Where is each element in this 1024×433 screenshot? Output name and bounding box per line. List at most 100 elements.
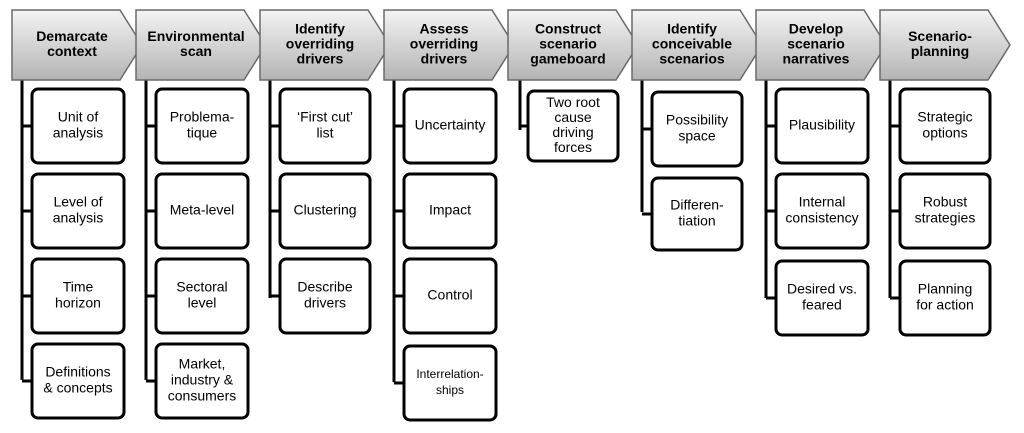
stage-title: context: [47, 43, 97, 59]
item-box: [650, 90, 744, 168]
item-label: Two root: [546, 94, 600, 110]
item-box: [774, 87, 870, 165]
item-label: Plausibility: [789, 117, 855, 133]
item-label: Meta-level: [170, 202, 235, 218]
item-box: [402, 344, 498, 422]
item-label: list: [316, 125, 333, 141]
item-label: ‘First cut’: [297, 109, 353, 125]
item-label: analysis: [53, 125, 104, 141]
item-box: [154, 172, 250, 250]
item-label: Interrelation-: [416, 367, 483, 381]
stage-arrow: [383, 9, 515, 81]
item-box: [278, 257, 372, 335]
item-label: Differen-: [670, 197, 724, 213]
stage-title: Assess: [419, 21, 468, 37]
stage-title: drivers: [297, 51, 344, 67]
stage-arrow: [631, 9, 763, 81]
item-label: Uncertainty: [415, 117, 486, 133]
item-box: [402, 257, 498, 335]
item-label: Problema-: [170, 109, 235, 125]
stage-arrow: [507, 9, 639, 81]
stage-title: planning: [911, 43, 969, 59]
stage-title: scenarios: [659, 51, 725, 67]
item-box: [898, 87, 992, 165]
item-box: [526, 89, 620, 163]
stage-title: Demarcate: [36, 28, 108, 44]
item-label: Impact: [429, 202, 471, 218]
item-box: [154, 87, 250, 165]
stage-title: narratives: [783, 51, 850, 67]
item-box: [898, 259, 992, 337]
item-label: Clustering: [293, 202, 356, 218]
item-label: Market,: [179, 356, 226, 372]
item-label: cause: [554, 109, 592, 125]
item-label: consistency: [785, 210, 858, 226]
item-box: [774, 259, 870, 337]
stage-title: drivers: [421, 51, 468, 67]
item-label: ships: [436, 383, 464, 397]
item-label: industry &: [171, 372, 234, 388]
item-box: [30, 172, 126, 250]
item-label: consumers: [168, 388, 236, 404]
stage-title: Environmental: [147, 28, 244, 44]
stage-arrow: [11, 9, 143, 81]
item-label: tiation: [678, 213, 715, 229]
item-label: Planning: [918, 281, 973, 297]
stage-title: conceivable: [652, 36, 732, 52]
stage-title: scan: [180, 43, 212, 59]
item-box: [278, 87, 372, 165]
stage-title: Scenario-: [908, 28, 972, 44]
item-label: & concepts: [43, 380, 112, 396]
item-label: level: [188, 295, 217, 311]
item-label: driving: [552, 124, 593, 140]
item-label: space: [678, 128, 716, 144]
item-label: Possibility: [666, 112, 728, 128]
item-box: [402, 172, 498, 250]
item-label: options: [922, 125, 967, 141]
stage-title: scenario: [539, 36, 597, 52]
item-box: [650, 176, 744, 252]
stage-arrow: [755, 9, 887, 81]
item-box: [898, 172, 992, 250]
item-label: Robust: [923, 194, 967, 210]
item-label: Level of: [53, 194, 102, 210]
item-label: forces: [554, 139, 592, 155]
item-label: Describe: [297, 279, 352, 295]
item-box: [154, 257, 250, 335]
stage-title: overriding: [410, 36, 478, 52]
item-box: [30, 257, 126, 335]
item-box: [774, 172, 870, 250]
item-box: [278, 172, 372, 250]
item-label: analysis: [53, 210, 104, 226]
stage-arrow: [879, 9, 1011, 81]
item-label: strategies: [915, 210, 976, 226]
item-box: [402, 87, 498, 165]
stage-title: Identify: [295, 21, 345, 37]
item-label: Desired vs.: [787, 281, 857, 297]
item-box: [154, 342, 250, 420]
item-label: drivers: [304, 295, 346, 311]
stage-title: gameboard: [530, 51, 605, 67]
stage-title: Develop: [789, 21, 843, 37]
stage-arrow: [135, 9, 267, 81]
item-label: tique: [187, 125, 218, 141]
stage-title: overriding: [286, 36, 354, 52]
stage-title: scenario: [787, 36, 845, 52]
item-label: Time: [63, 279, 94, 295]
stage-arrow: [259, 9, 391, 81]
item-label: feared: [802, 297, 842, 313]
item-label: Definitions: [45, 364, 110, 380]
item-label: for action: [916, 297, 974, 313]
item-label: Control: [427, 287, 472, 303]
item-label: Internal: [799, 194, 846, 210]
stage-title: Construct: [535, 21, 601, 37]
item-label: horizon: [55, 295, 101, 311]
item-box: [30, 87, 126, 165]
item-label: Sectoral: [176, 279, 227, 295]
item-label: Strategic: [917, 109, 972, 125]
item-label: Unit of: [58, 109, 99, 125]
item-box: [30, 342, 126, 420]
